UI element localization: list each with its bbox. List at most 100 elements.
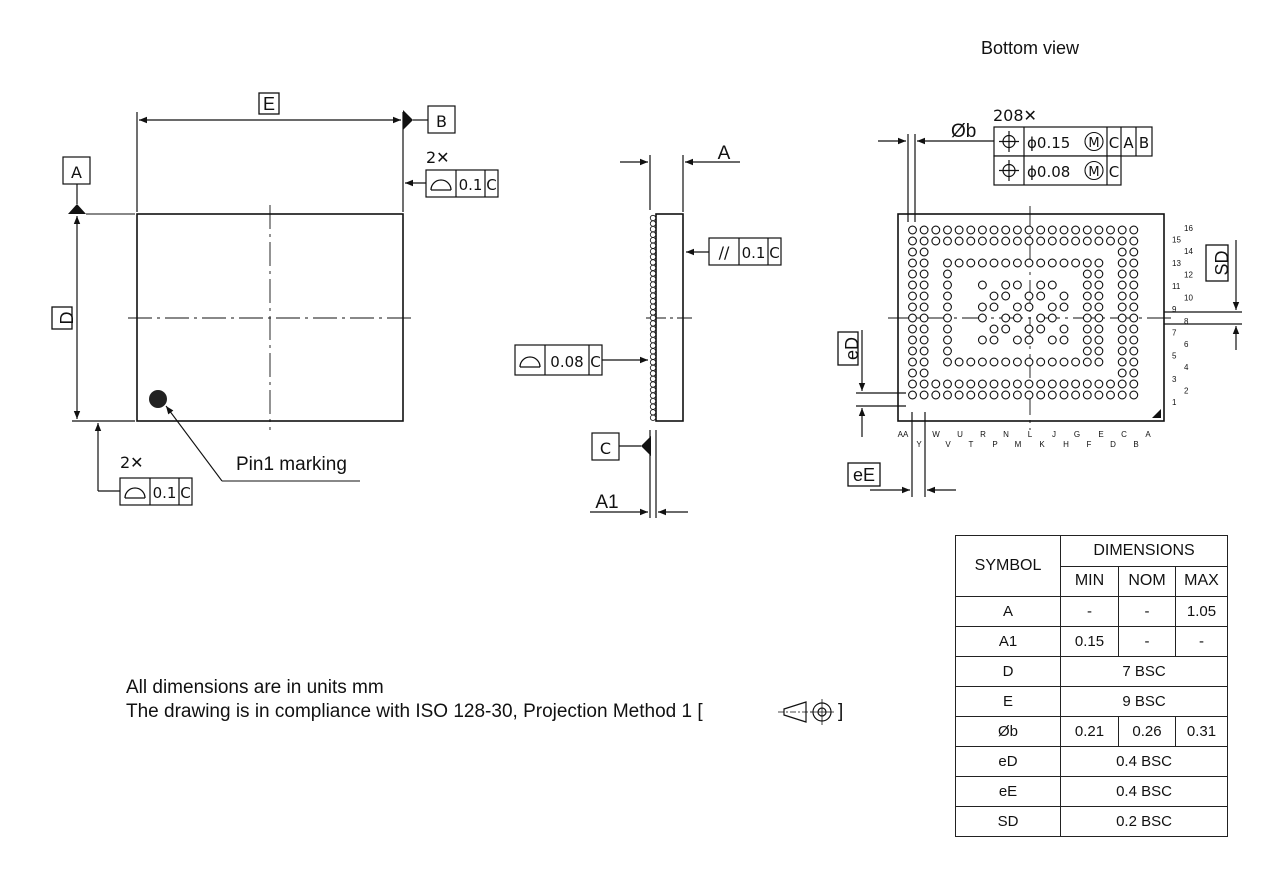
ball-count-label: 208✕ <box>993 106 1037 125</box>
solder-ball <box>908 236 917 246</box>
min-cell: - <box>1060 596 1119 627</box>
solder-ball <box>954 258 964 268</box>
side-ball <box>649 359 657 366</box>
solder-ball <box>989 258 999 268</box>
solder-ball <box>977 313 987 323</box>
col-label: AA <box>898 430 909 439</box>
side-ball <box>649 259 657 266</box>
solder-ball <box>1059 379 1069 389</box>
svg-text:SD: SD <box>1212 250 1232 275</box>
side-ball <box>649 253 657 260</box>
bottom-view-title: Bottom view <box>981 38 1080 58</box>
solder-ball <box>908 225 917 235</box>
solder-ball <box>1036 258 1046 268</box>
solder-ball <box>1047 302 1057 312</box>
solder-ball <box>908 357 917 367</box>
col-label: D <box>1110 440 1116 449</box>
nom-cell: 0.26 <box>1118 716 1176 747</box>
solder-ball <box>1047 390 1057 400</box>
datum-B: B <box>403 105 456 134</box>
span-cell: 0.4 BSC <box>1060 776 1228 807</box>
svg-text:ϕ0.15: ϕ0.15 <box>1027 134 1070 152</box>
svg-text:M: M <box>1088 165 1099 180</box>
col-label: C <box>1121 430 1127 439</box>
solder-ball <box>1001 313 1011 323</box>
solder-ball <box>1106 379 1115 389</box>
side-ball <box>649 370 657 377</box>
solder-ball <box>1082 236 1092 246</box>
side-ball <box>649 320 657 327</box>
solder-ball <box>1082 313 1092 323</box>
svg-text:C: C <box>1109 163 1119 181</box>
svg-text:B: B <box>436 112 447 131</box>
solder-ball <box>989 335 999 345</box>
row-label: 5 <box>1172 352 1177 361</box>
svg-text:M: M <box>1088 136 1099 151</box>
datum-A: A <box>62 156 135 215</box>
solder-ball <box>919 368 929 378</box>
side-ball <box>649 298 657 305</box>
solder-ball <box>1001 379 1011 389</box>
col-label: W <box>932 430 940 439</box>
solder-ball <box>1094 324 1104 334</box>
coplanarity-fcf: 0.08 C <box>514 344 648 376</box>
solder-ball <box>943 302 952 312</box>
solder-ball <box>1129 379 1139 389</box>
solder-ball <box>908 390 917 400</box>
row-label: 6 <box>1184 340 1189 349</box>
solder-ball <box>1117 368 1127 378</box>
svg-text:2✕: 2✕ <box>120 453 144 472</box>
symbol-cell: eD <box>955 746 1061 777</box>
solder-ball <box>908 379 917 389</box>
solder-ball <box>977 335 987 345</box>
solder-ball <box>1117 379 1127 389</box>
solder-ball <box>1036 291 1046 301</box>
side-ball <box>649 281 657 288</box>
solder-ball <box>989 390 999 400</box>
solder-ball <box>1106 236 1115 246</box>
side-ball <box>649 409 657 416</box>
solder-ball <box>1071 225 1081 235</box>
side-ball <box>649 226 657 233</box>
svg-text:0.1: 0.1 <box>742 244 766 262</box>
side-ball <box>649 303 657 310</box>
solder-ball <box>919 379 929 389</box>
solder-ball <box>1001 225 1011 235</box>
row-label: 15 <box>1172 236 1181 245</box>
solder-ball <box>1047 379 1057 389</box>
side-ball <box>649 292 657 299</box>
side-ball <box>649 242 657 249</box>
solder-ball <box>954 379 964 389</box>
svg-text:D: D <box>57 312 77 325</box>
row-label: 11 <box>1172 282 1181 291</box>
solder-ball <box>1024 335 1034 345</box>
solder-ball <box>1094 379 1104 389</box>
col-label: H <box>1063 440 1069 449</box>
solder-ball <box>1129 269 1139 279</box>
solder-ball <box>1024 379 1034 389</box>
solder-ball <box>943 269 952 279</box>
solder-ball <box>1094 269 1104 279</box>
solder-ball <box>1094 335 1104 345</box>
solder-ball <box>1129 335 1139 345</box>
solder-ball <box>1117 291 1127 301</box>
solder-ball <box>1071 357 1081 367</box>
table-row: A--1.05 <box>955 596 1228 627</box>
row-label: 7 <box>1172 328 1177 337</box>
solder-ball <box>943 280 952 290</box>
symbol-cell: D <box>955 656 1061 687</box>
solder-ball <box>943 236 952 246</box>
svg-text:Pin1 marking: Pin1 marking <box>236 454 347 475</box>
solder-ball <box>1059 225 1069 235</box>
solder-ball <box>1036 225 1046 235</box>
solder-ball <box>1094 357 1104 367</box>
symbol-cell: E <box>955 686 1061 717</box>
span-cell: 0.2 BSC <box>1060 806 1228 837</box>
side-ball <box>649 397 657 405</box>
solder-ball <box>1094 313 1104 323</box>
solder-ball <box>1106 225 1115 235</box>
solder-ball <box>977 280 987 290</box>
